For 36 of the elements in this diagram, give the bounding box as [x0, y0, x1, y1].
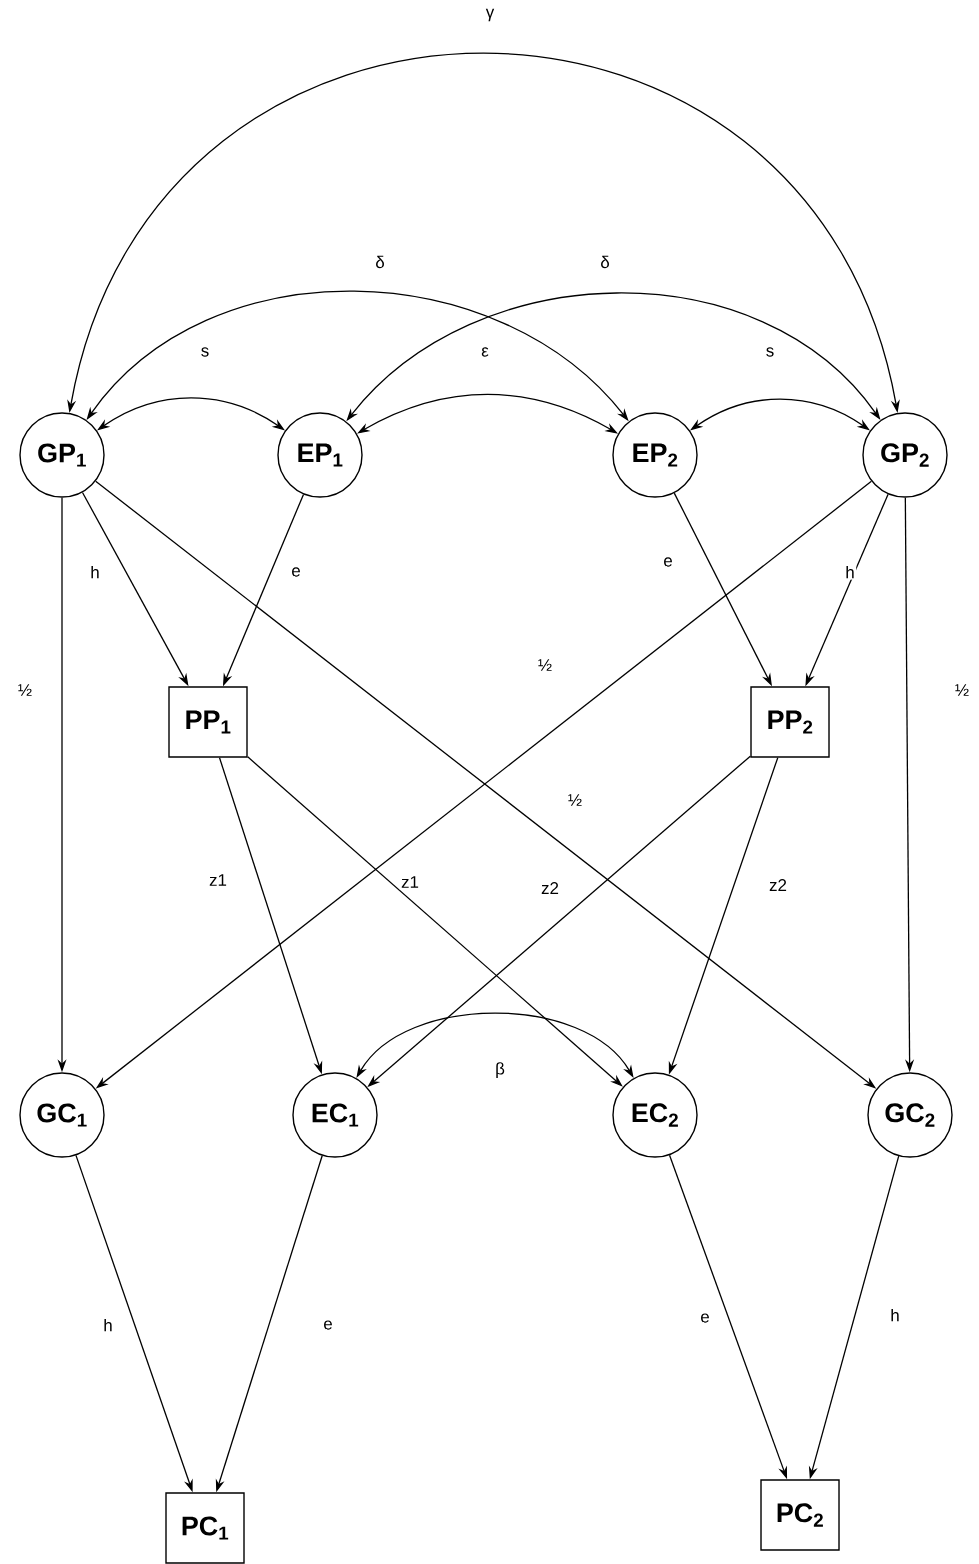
- box-node: PP$_{1}$: [168, 686, 248, 758]
- circle-node: GP$_{2}$: [862, 412, 948, 498]
- circle-node: EP$_{2}$: [612, 412, 698, 498]
- edge-label: h: [88, 564, 102, 580]
- edge-label: z1: [207, 872, 229, 888]
- edge-label: e: [321, 1318, 335, 1332]
- edge-label: e: [289, 565, 303, 579]
- edge-label: e: [698, 1311, 712, 1325]
- circle-node: EC$_{2}$: [612, 1072, 698, 1158]
- box-node: PP$_{2}$: [750, 686, 830, 758]
- circle-node: GC$_{1}$: [19, 1072, 105, 1158]
- box-node: PC$_{1}$: [165, 1492, 245, 1564]
- circle-node: EC$_{1}$: [292, 1072, 378, 1158]
- edge-label: ½: [536, 657, 554, 673]
- box-node: PC$_{2}$: [760, 1479, 840, 1551]
- edge-label: z2: [539, 880, 561, 896]
- circle-node: GP$_{1}$: [19, 412, 105, 498]
- circle-node: EP$_{1}$: [277, 412, 363, 498]
- edge-label: ½: [16, 682, 34, 698]
- edge-label: ½: [566, 792, 584, 808]
- edge-label: γ: [484, 7, 496, 23]
- edge-label: s: [199, 345, 211, 359]
- edge-label: δ: [598, 254, 612, 270]
- edge-label: z2: [767, 877, 789, 893]
- edge-label: ½: [953, 682, 971, 698]
- circle-node: GC$_{2}$: [867, 1072, 953, 1158]
- edge-label: z1: [399, 874, 421, 890]
- edge-label: δ: [373, 254, 387, 270]
- edge-label: s: [764, 345, 776, 359]
- edge-label: e: [661, 555, 675, 569]
- edge-label: h: [888, 1307, 902, 1323]
- arrow: [247, 756, 623, 1087]
- edge-label: h: [101, 1317, 115, 1333]
- edge-label: β: [493, 1060, 507, 1080]
- edge-label: ε: [479, 345, 491, 359]
- edge-label: h: [843, 564, 857, 580]
